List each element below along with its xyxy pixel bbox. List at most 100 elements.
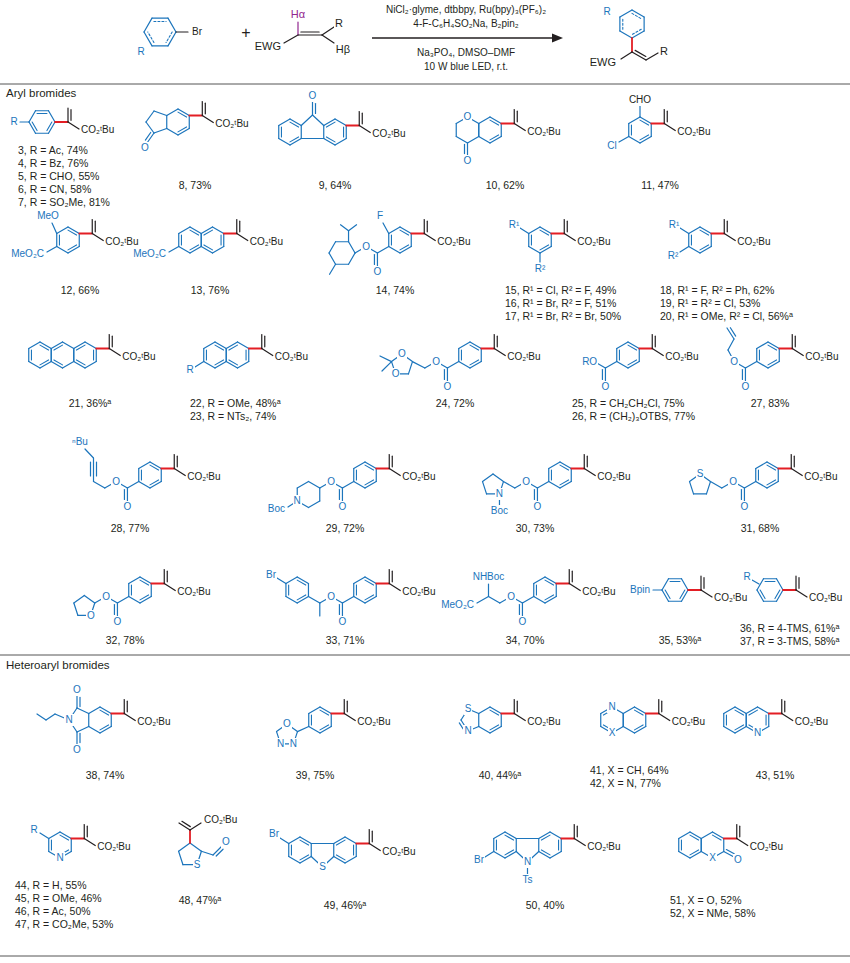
bond-line: [564, 234, 575, 241]
bond-line: [540, 245, 549, 250]
atom-label: O: [601, 381, 611, 393]
bond-line: [47, 247, 57, 253]
bond-line: [779, 348, 792, 350]
ester-label: CO₂ᵗBu: [371, 128, 406, 140]
bond-line: [602, 370, 603, 380]
bond-line: [111, 714, 112, 727]
compound-label: 32, 78%: [106, 634, 145, 646]
bond-line: [174, 469, 185, 476]
bond-line: [166, 116, 167, 129]
bond-line: [356, 470, 357, 480]
bond-line: [688, 234, 689, 247]
bond-line: [539, 832, 550, 839]
bond-line: [768, 362, 779, 369]
ester-label: CO₂ᵗBu: [749, 841, 784, 853]
bond-line: [479, 727, 490, 734]
bond-line: [726, 850, 734, 854]
bond-line: [758, 707, 769, 714]
bond-line: [93, 458, 94, 482]
bond-line: [796, 590, 807, 597]
bond-line: [531, 235, 532, 245]
bond-line: [768, 345, 777, 350]
bond-line: [29, 122, 36, 133]
ester-label: CO₂ᵗBu: [676, 126, 711, 138]
bond-line: [202, 116, 213, 123]
bond-line: [700, 230, 709, 235]
bond-line: [728, 339, 734, 350]
bond-line: [151, 584, 152, 597]
bond-line: [470, 345, 479, 350]
compound-label: 8, 73%: [179, 179, 212, 191]
hydrogen-label: Hβ: [335, 43, 351, 56]
section-rule: [0, 956, 850, 957]
bond-line: [713, 835, 722, 840]
bond-line: [348, 231, 349, 242]
bond-line: [680, 590, 685, 599]
bond-line: [284, 35, 298, 43]
atom-label: Boc: [490, 505, 509, 517]
bond-line: [365, 577, 376, 584]
ester-label: CO₂ᵗBu: [596, 471, 631, 483]
atom-label: N: [64, 714, 73, 726]
bond-line: [706, 482, 710, 494]
bond-line: [383, 223, 389, 234]
bond-line: [124, 700, 125, 714]
compound-label: 4, R = Bz, 76%: [18, 157, 88, 169]
bond-line: [223, 234, 224, 247]
bond-line: [447, 368, 448, 381]
bond-line: [345, 857, 356, 864]
bond-line: [150, 465, 159, 470]
bond-line: [564, 220, 565, 234]
bond-line: [501, 124, 502, 137]
bond-line: [711, 234, 712, 247]
bond-line: [336, 840, 345, 845]
bond-line: [178, 112, 187, 117]
bond-line: [334, 857, 345, 864]
bond-line: [628, 362, 639, 369]
bond-line: [40, 360, 49, 365]
bond-line: [79, 697, 80, 706]
bond-line: [74, 362, 85, 369]
bond-line: [311, 843, 333, 844]
bond-line: [311, 844, 312, 857]
bond-line: [665, 590, 670, 599]
atom-label: O: [140, 142, 150, 154]
bond-line: [539, 253, 540, 262]
bond-line: [71, 838, 84, 840]
bond-line: [536, 585, 537, 595]
bond-line: [444, 370, 445, 380]
bond-line: [756, 462, 767, 469]
bond-line: [365, 462, 376, 469]
bond-line: [362, 113, 363, 124]
bond-line: [711, 233, 724, 235]
ester-label: CO₂ᵗBu: [214, 118, 249, 130]
ester-label: CO₂ᵗBu: [136, 716, 171, 728]
bond-line: [461, 350, 462, 360]
bond-line: [389, 570, 390, 584]
bond-line: [57, 227, 68, 234]
bond-line: [68, 230, 77, 235]
bond-line: [548, 469, 549, 482]
bond-line: [726, 715, 727, 725]
bond-line: [40, 833, 49, 839]
bond-line: [138, 469, 139, 482]
bond-line: [735, 707, 746, 714]
ester-label: CO₂ᵗBu: [274, 351, 309, 363]
group-label: R: [334, 17, 344, 30]
bond-line: [344, 700, 345, 714]
bond-line: [768, 342, 779, 349]
bond-line: [744, 488, 745, 501]
bond-line: [290, 122, 299, 127]
bond-line: [168, 32, 176, 46]
bond-line: [490, 135, 499, 140]
atom-label: Br: [268, 828, 280, 840]
bond-line: [335, 119, 346, 126]
bond-line: [285, 584, 286, 597]
bond-line: [301, 115, 312, 126]
bond-line: [205, 103, 206, 114]
bond-line: [550, 852, 561, 859]
bond-line: [752, 580, 759, 584]
bond-line: [369, 830, 370, 844]
atom-label: MeO: [36, 210, 60, 222]
compound-label: 17, R¹ = Br, R² = Br, 50%: [505, 310, 621, 322]
